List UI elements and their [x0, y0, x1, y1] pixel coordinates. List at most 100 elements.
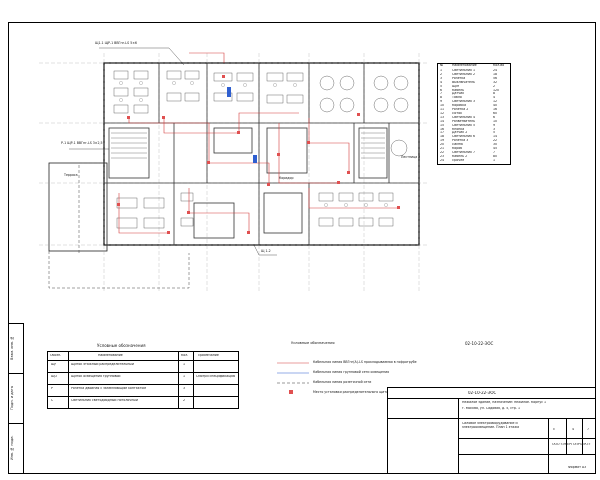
- tb-line: [458, 438, 596, 439]
- spec-cell: 2: [440, 72, 443, 76]
- spec-cell: 1: [440, 69, 443, 72]
- spec-cell: Светильник 7: [452, 150, 476, 154]
- spec-cell: 16: [493, 108, 498, 111]
- tb-line: [388, 418, 596, 419]
- spec-cell: 30: [493, 143, 498, 147]
- note-item: Место установки распределительного щита: [313, 390, 389, 394]
- spec-cell: 16: [440, 127, 445, 131]
- legend-cell: С: [51, 399, 54, 402]
- tb-sheet: 4: [572, 428, 575, 431]
- spec-cell: 4: [440, 80, 443, 84]
- spec-cell: Светильник 2: [452, 72, 476, 76]
- spec-cell: 9: [493, 123, 496, 127]
- spec-cell: 32: [493, 80, 498, 84]
- legend-cell: Смотри спецификацию: [196, 375, 236, 378]
- spec-cell: 14: [440, 119, 445, 123]
- spec-cell: 120: [493, 88, 500, 92]
- drawing-sheet: Взам. инв. № Подп. и дата Инв. № подл.: [8, 22, 596, 474]
- tb-stage: П: [553, 428, 556, 431]
- spec-cell: 13: [440, 115, 445, 119]
- tb-col: [566, 418, 567, 454]
- spec-cell: 8: [440, 96, 443, 100]
- spec-cell: 80: [493, 154, 498, 158]
- spec-cell: 21: [440, 147, 445, 150]
- spec-cell: 3: [493, 127, 496, 131]
- legend-cell: 1: [183, 375, 186, 378]
- spec-cell: 12: [493, 100, 498, 104]
- strip-cell: [9, 323, 23, 374]
- notes-title: Условные обозначения: [291, 341, 335, 345]
- legend-divider: [48, 360, 238, 361]
- spec-cell: 18: [493, 72, 498, 76]
- title-block: 02-10-22-ЭОС Нежилое здание, назначение:…: [387, 387, 596, 474]
- legend-title: Условные обозначения: [97, 343, 146, 348]
- legend-cell: Щиток этажный распределительный: [71, 363, 134, 366]
- legend-header: Кол.: [181, 354, 189, 357]
- spec-cell: 1: [493, 158, 496, 162]
- spec-cell: Розетка 3: [452, 139, 469, 143]
- spec-cell: Светильник 3: [452, 100, 476, 104]
- legend-cell: ЩР: [51, 363, 57, 366]
- spec-cell: Кабель: [452, 88, 465, 92]
- spec-cell: Короб: [452, 147, 463, 150]
- legend-cell: Розетка двойная с заземляющим контактом: [71, 387, 146, 390]
- spec-cell: Табло: [452, 96, 462, 100]
- legend-cell: ЩО: [51, 375, 57, 378]
- spec-cell: 12: [440, 111, 445, 115]
- corridor-label: Коридор: [279, 176, 294, 180]
- legend-divider: [48, 372, 238, 373]
- terrace-label: Терраса: [64, 173, 78, 177]
- legend-cell: Р: [51, 387, 53, 390]
- tb-object: Нежилое здание, назначение: нежилое. Кор…: [462, 401, 547, 404]
- tb-company: ООО «ЭНЕРГОПРОЕКТ»: [552, 443, 591, 446]
- tb-col: [582, 418, 583, 454]
- spec-cell: Щит: [452, 84, 460, 88]
- tb-col: [458, 398, 459, 474]
- legend-divider: [48, 396, 238, 397]
- tb-line: [458, 454, 596, 455]
- spec-cell: Светильник 6: [452, 135, 476, 139]
- spec-cell: 10: [440, 104, 445, 108]
- legend-header: Примечание: [198, 354, 219, 357]
- spec-cell: Кнопка: [452, 127, 465, 131]
- legend-cell: 2: [183, 399, 186, 402]
- spec-cell: 17: [440, 131, 445, 135]
- legend-cell: 1: [183, 363, 186, 366]
- stamp-code: 02-10-22-ЭОС: [465, 341, 494, 346]
- spec-cell: 24: [440, 158, 445, 162]
- binding-strip: Взам. инв. № Подп. и дата Инв. № подл.: [9, 323, 24, 473]
- legend-cell: Щиток освещения групповой: [71, 375, 121, 378]
- spec-cell: 8: [493, 92, 496, 96]
- spec-cell: 22: [440, 150, 445, 154]
- spec-cell: 45: [493, 147, 498, 150]
- spec-cell: 40: [493, 104, 498, 108]
- floor-plan: [39, 47, 429, 394]
- spec-cell: Розетка 2: [452, 108, 469, 111]
- legend-cell: Светильник светодиодный потолочный: [71, 399, 138, 402]
- spec-cell: Кабель 2: [452, 154, 468, 158]
- strip-cell: [9, 423, 23, 474]
- tb-format: Формат А3: [568, 466, 587, 469]
- spec-cell: Разветвитель: [452, 119, 475, 123]
- spec-cell: 9: [440, 100, 443, 104]
- spec-cell: Лампа: [452, 143, 463, 147]
- spec-cell: 20: [440, 143, 445, 147]
- spec-cell: 5: [440, 84, 443, 88]
- legend-header: Обозн.: [50, 354, 62, 357]
- legend-cell: 3: [183, 387, 186, 390]
- spec-cell: 6: [440, 88, 443, 92]
- spec-header-qty: Кол-во: [493, 64, 505, 67]
- spec-cell: 2: [493, 84, 496, 88]
- strip-cell: [9, 373, 23, 424]
- spec-cell: 23: [440, 154, 445, 158]
- spec-cell: Светильник 5: [452, 123, 476, 127]
- spec-cell: Выключатель: [452, 80, 475, 84]
- tb-code: 02-10-22-ЭОС: [468, 391, 497, 395]
- callout-top: Щ1.1 ЩР-1 ВВГнг-LS 5×6: [95, 41, 137, 45]
- spec-header-name: Наименование: [452, 64, 477, 67]
- tb-line: [388, 398, 596, 399]
- spec-cell: 7: [493, 150, 496, 154]
- spec-cell: 7: [440, 92, 443, 96]
- spec-cell: 18: [440, 135, 445, 139]
